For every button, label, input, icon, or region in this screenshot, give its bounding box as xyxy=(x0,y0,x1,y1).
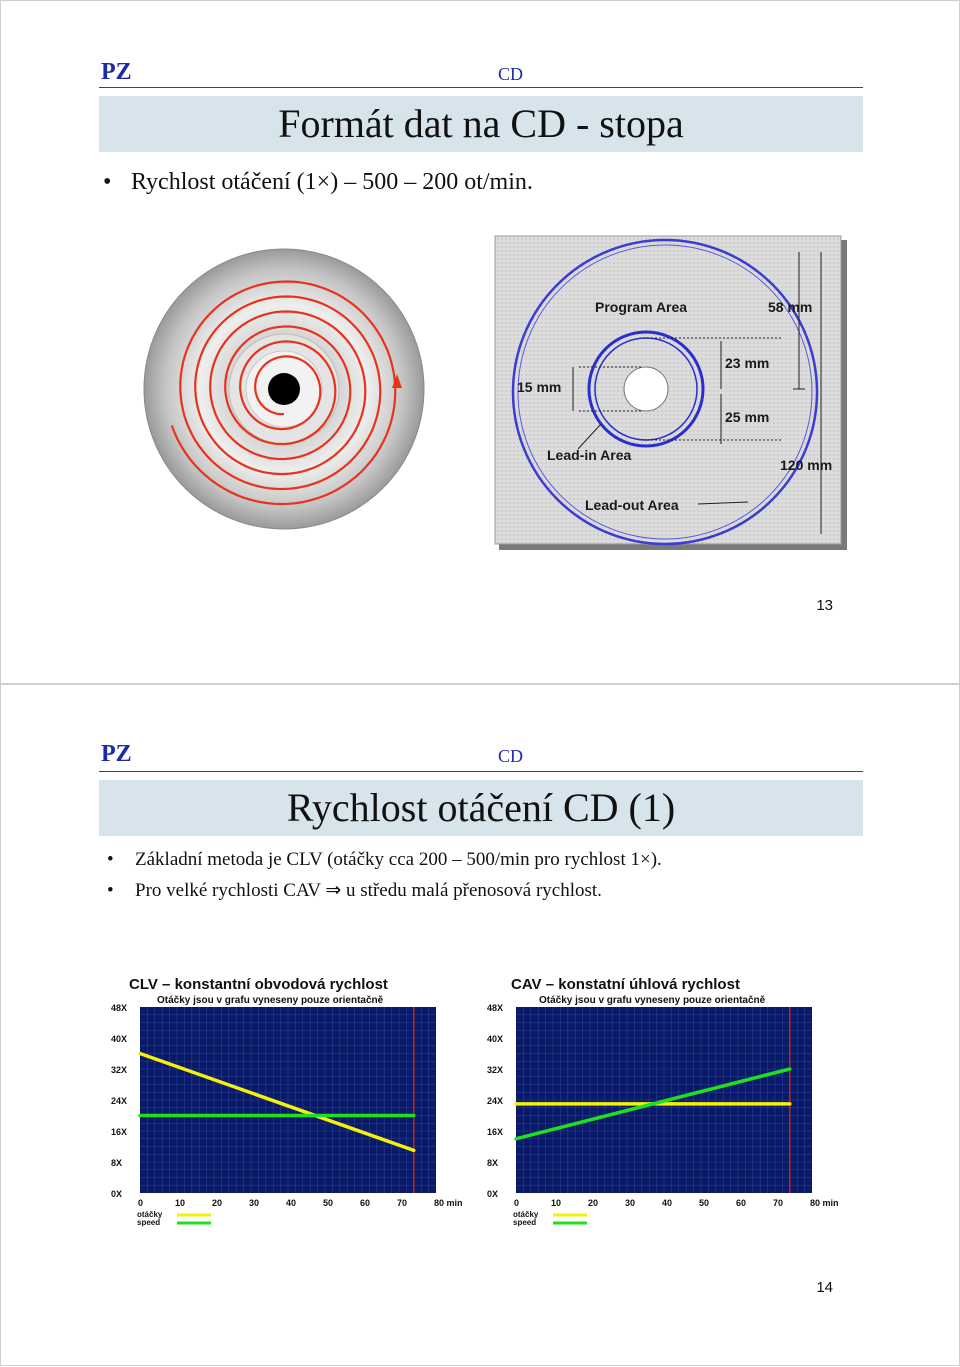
x-tick-label: 40 xyxy=(662,1198,672,1208)
label-120mm: 120 mm xyxy=(780,457,832,473)
y-tick-label: 8X xyxy=(487,1158,498,1168)
cd-dimension-diagram: Program Area 58 mm 23 mm 15 mm 25 mm Lea… xyxy=(494,235,847,550)
center-hole xyxy=(268,373,300,405)
x-tick-label: 0 xyxy=(138,1198,143,1208)
label-program-area: Program Area xyxy=(595,299,687,315)
y-tick-label: 8X xyxy=(111,1158,122,1168)
slide-title: Formát dat na CD - stopa xyxy=(278,101,684,146)
x-tick-label: 40 xyxy=(286,1198,296,1208)
bullet-text: Pro velké rychlosti CAV ⇒ u středu malá … xyxy=(135,880,602,901)
series-line-yellow xyxy=(138,1051,416,1153)
spiral-arrow-head xyxy=(392,374,402,388)
legend-label: otáčky xyxy=(137,1210,163,1219)
cd-spiral-illustration xyxy=(143,248,425,530)
x-tick-label: 70 xyxy=(397,1198,407,1208)
title-bar: Rychlost otáčení CD (1) xyxy=(99,780,863,836)
x-tick-label: 30 xyxy=(249,1198,259,1208)
y-tick-label: 24X xyxy=(487,1096,503,1106)
x-tick-label: 80 min xyxy=(810,1198,839,1208)
label-lead-out: Lead-out Area xyxy=(585,497,679,513)
header-topic: CD xyxy=(498,64,524,84)
x-tick-label: 20 xyxy=(212,1198,222,1208)
spiral-track xyxy=(170,280,397,506)
legend-label: speed xyxy=(137,1218,160,1227)
chart-title: CLV – konstantní obvodová rychlost xyxy=(129,976,388,993)
y-tick-label: 0X xyxy=(111,1189,122,1199)
bullet-item: •Základní metoda je CLV (otáčky cca 200 … xyxy=(107,849,662,870)
legend-label: otáčky xyxy=(513,1210,539,1219)
bullet-text: Základní metoda je CLV (otáčky cca 200 –… xyxy=(135,849,662,870)
bullet-item: •Rychlost otáčení (1×) – 500 – 200 ot/mi… xyxy=(103,169,533,195)
x-tick-label: 60 xyxy=(736,1198,746,1208)
page-number: 13 xyxy=(816,597,833,614)
slide-13: PZ CD Formát dat na CD - stopa •Rychlost… xyxy=(0,0,960,684)
label-23mm: 23 mm xyxy=(725,355,769,371)
y-tick-label: 0X xyxy=(487,1189,498,1199)
header-logo-pz: PZ xyxy=(101,59,132,85)
label-25mm: 25 mm xyxy=(725,409,769,425)
lead-out-ring xyxy=(517,244,813,540)
legend-label: speed xyxy=(513,1218,536,1227)
slide-title: Rychlost otáčení CD (1) xyxy=(286,785,676,830)
bullet-item: •Pro velké rychlosti CAV ⇒ u středu malá… xyxy=(107,880,602,901)
y-tick-label: 40X xyxy=(111,1034,127,1044)
x-tick-label: 10 xyxy=(175,1198,185,1208)
x-tick-label: 70 xyxy=(773,1198,783,1208)
label-lead-in: Lead-in Area xyxy=(547,447,631,463)
x-tick-label: 50 xyxy=(699,1198,709,1208)
slide-14: PZ CD Rychlost otáčení CD (1) •Základní … xyxy=(0,684,960,1366)
center-hole xyxy=(623,366,669,412)
y-tick-label: 16X xyxy=(111,1127,127,1137)
y-tick-label: 24X xyxy=(111,1096,127,1106)
x-tick-label: 30 xyxy=(625,1198,635,1208)
clv-chart: CLV – konstantní obvodová rychlostOtáčky… xyxy=(111,976,463,1227)
y-tick-label: 32X xyxy=(111,1065,127,1075)
header-rule xyxy=(99,87,863,88)
chart-title: CAV – konstatní úhlová rychlost xyxy=(511,976,740,993)
y-tick-label: 48X xyxy=(487,1003,503,1013)
y-tick-label: 48X xyxy=(111,1003,127,1013)
x-tick-label: 60 xyxy=(360,1198,370,1208)
title-bar: Formát dat na CD - stopa xyxy=(99,96,863,152)
disc-outer-edge xyxy=(511,238,819,546)
y-tick-label: 16X xyxy=(487,1127,503,1137)
bullet-text: Rychlost otáčení (1×) – 500 – 200 ot/min… xyxy=(131,169,533,195)
chart-subtitle: Otáčky jsou v grafu vyneseny pouze orien… xyxy=(157,995,384,1006)
y-tick-label: 32X xyxy=(487,1065,503,1075)
chart-subtitle: Otáčky jsou v grafu vyneseny pouze orien… xyxy=(539,995,766,1006)
lead-in-ring xyxy=(587,330,705,448)
x-tick-label: 50 xyxy=(323,1198,333,1208)
x-tick-label: 10 xyxy=(551,1198,561,1208)
header-logo-pz: PZ xyxy=(101,741,132,767)
header-rule xyxy=(99,771,863,772)
page-number: 14 xyxy=(816,1279,833,1296)
label-58mm: 58 mm xyxy=(768,299,812,315)
y-tick-label: 40X xyxy=(487,1034,503,1044)
x-tick-label: 0 xyxy=(514,1198,519,1208)
header-topic: CD xyxy=(498,746,524,766)
label-15mm: 15 mm xyxy=(517,379,561,395)
x-tick-label: 20 xyxy=(588,1198,598,1208)
series-line-green xyxy=(514,1067,792,1141)
x-tick-label: 80 min xyxy=(434,1198,463,1208)
